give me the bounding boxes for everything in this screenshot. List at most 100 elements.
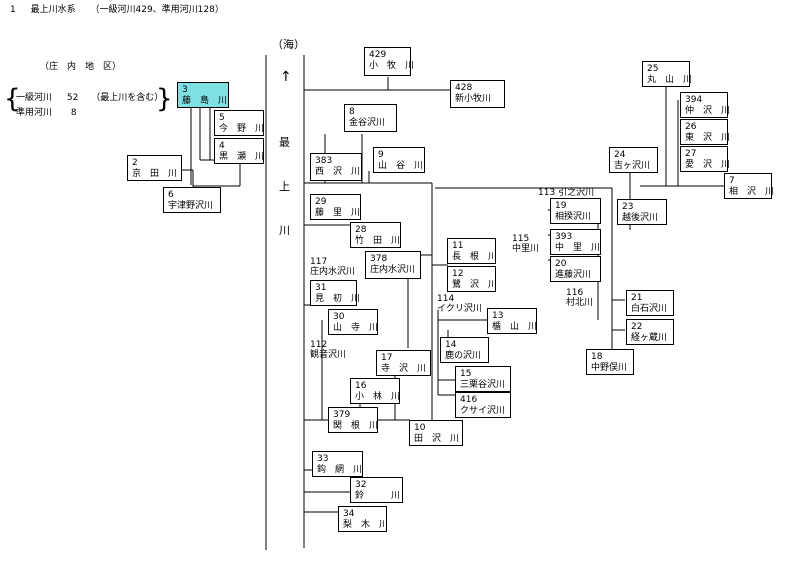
title-name: 最上川水系 [30,5,76,15]
legend-class1: 一級河川 52 （最上川を含む） [16,93,163,103]
legend-left-bracket: { [4,84,21,114]
river-name: 小 林 川 [355,392,401,402]
river-name: 寺 沢 川 [381,364,427,374]
trunk-arrow: ↑ [280,69,292,85]
river-id: 13 [492,311,504,321]
river-id: 7 [729,176,735,186]
river-name: 鈴 川 [355,491,401,501]
label-id: 117 [310,257,328,267]
river-id: 10 [414,423,426,433]
river-id: 393 [555,232,573,242]
river-id: 12 [452,269,464,279]
river-id: 429 [369,50,387,60]
river-name: 相 沢 川 [729,187,775,197]
river-id: 19 [555,201,567,211]
legend-right-bracket: } [156,84,173,114]
river-id: 2 [132,158,138,168]
river-name: 竹 田 川 [355,236,401,246]
river-name: 小 牧 川 [369,61,415,71]
river-id: 11 [452,241,464,251]
river-id: 34 [343,509,355,519]
river-name: 楯 山 川 [492,322,538,332]
label-name: 庄内水沢川 [310,267,356,277]
river-id: 20 [555,259,567,269]
river-name: 長 根 川 [452,252,498,262]
river-name: 中野俣川 [591,363,628,373]
river-id: 27 [685,149,697,159]
label-id: 113 [538,188,556,198]
river-id: 379 [333,410,351,420]
river-name: 黒 瀬 川 [219,152,265,162]
river-id: 3 [182,85,188,95]
river-id: 28 [355,225,367,235]
river-id: 15 [460,369,472,379]
river-id: 26 [685,122,697,132]
river-name: 越後沢川 [622,213,659,223]
river-id: 24 [614,150,626,160]
river-name: クサイ沢川 [460,406,506,416]
legend-class2-count: 8 [70,108,77,118]
river-id: 394 [685,95,703,105]
river-name: 丸 山 川 [647,75,693,85]
river-id: 6 [168,190,174,200]
river-id: 25 [647,64,659,74]
river-name: 中 里 川 [555,243,601,253]
river-name: 白石沢川 [631,304,668,314]
diagram-title: 1 最上川水系 （一級河川429、準用河川128） [10,5,224,15]
river-id: 4 [219,141,225,151]
title-note: （一級河川429、準用河川128） [90,5,224,15]
title-number: 1 [10,5,16,15]
river-name: 見 初 川 [315,294,361,304]
river-id: 18 [591,352,603,362]
label-name: 観音沢川 [310,350,347,360]
river-id: 16 [355,381,367,391]
river-id: 8 [349,107,355,117]
label-name: 中里川 [512,244,540,254]
river-name: 経ヶ蔵川 [631,333,668,343]
river-name: 京 田 川 [132,169,178,179]
river-name: 山 寺 川 [333,323,379,333]
river-name: 宇津野沢川 [168,201,214,211]
river-name: 相揆沢川 [555,212,592,222]
river-name: 三栗谷沢川 [460,380,506,390]
river-id: 31 [315,283,327,293]
label-name: イクリ沢川 [437,304,482,314]
river-name: 庄内水沢川 [370,265,416,275]
label-name: 村北川 [566,298,594,308]
river-name: 関 根 川 [333,421,379,431]
river-id: 23 [622,202,634,212]
river-name: 鷺 沢 川 [452,280,498,290]
legend-class1-count: 52 [66,93,79,103]
trunk-name-1: 最 [279,136,290,149]
river-name: 新小牧川 [455,94,492,104]
river-id: 17 [381,353,393,363]
river-name: 吉ヶ沢川 [614,161,651,171]
